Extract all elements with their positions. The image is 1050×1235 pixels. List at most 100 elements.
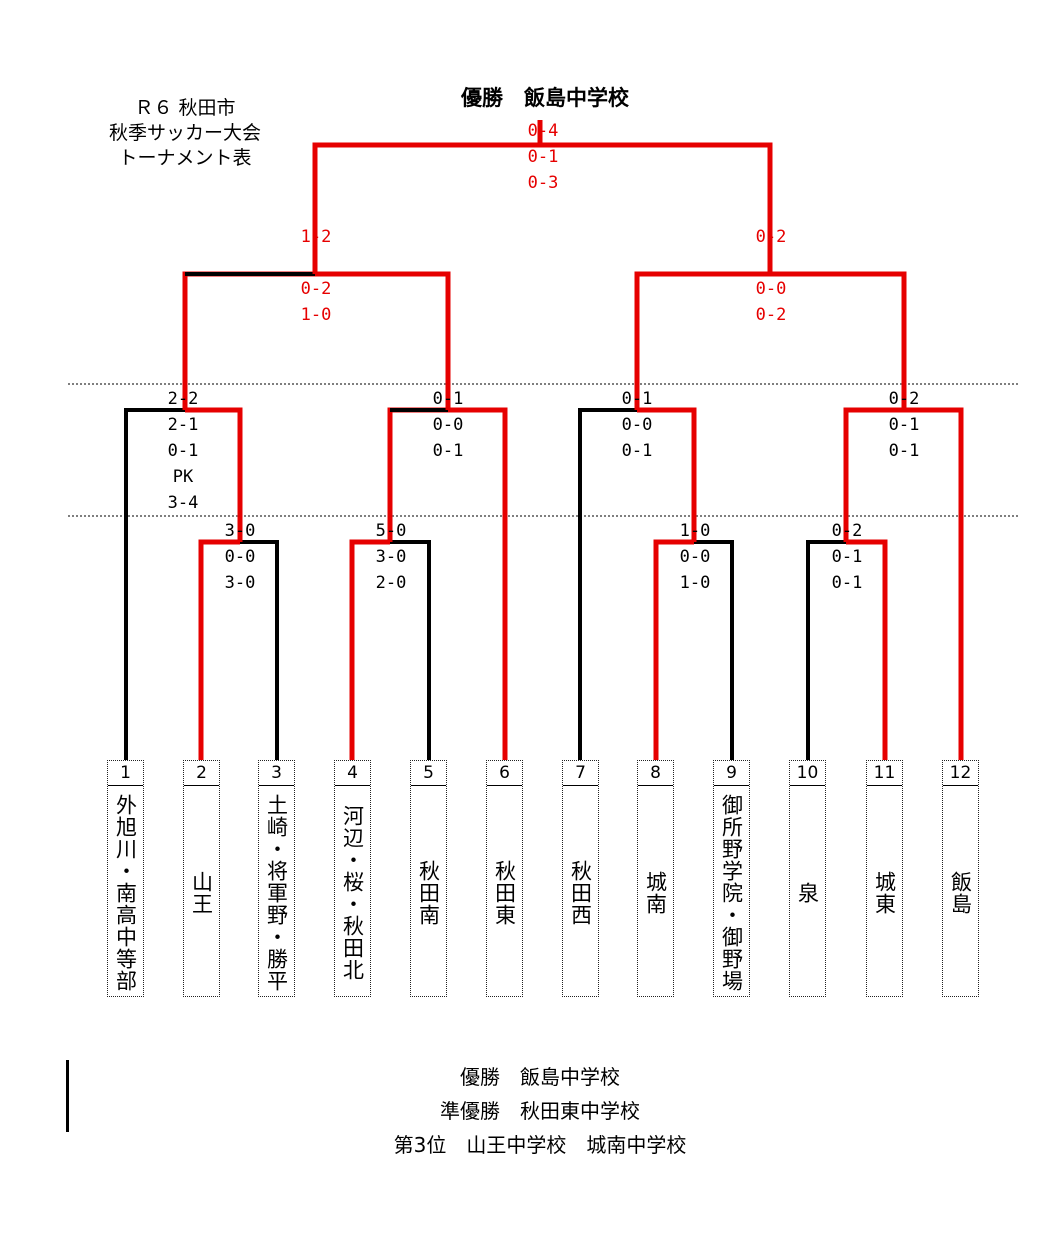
team-name: 土崎・将軍野・勝平 <box>264 794 289 992</box>
line-team-9 <box>694 540 734 760</box>
quarterfinal-2-scores: 0-1 0-0 0-1 <box>408 386 488 464</box>
line-team-2 <box>198 539 240 760</box>
score: 3-0 <box>224 521 256 541</box>
team-name: 山王 <box>189 871 214 915</box>
title-line-2: 秋季サッカー大会 <box>108 122 261 144</box>
team-box-6: 6 秋田東 <box>486 760 523 997</box>
score: 1-2 <box>300 227 332 247</box>
line-team-12 <box>904 407 964 760</box>
team-name: 秋田西 <box>568 860 593 926</box>
team-name: 秋田南 <box>416 860 441 926</box>
team-name: 泉 <box>795 882 820 904</box>
line-team-11 <box>846 539 888 760</box>
line-team-3 <box>240 540 279 760</box>
team-name: 飯島 <box>948 871 973 915</box>
score: 0-0 <box>679 547 711 567</box>
team-box-12: 12 飯島 <box>942 760 979 997</box>
team-box-1: 1 外旭川・南高中等部 <box>107 760 144 997</box>
score: 0-0 <box>224 547 256 567</box>
score: 0-1 <box>831 573 863 593</box>
result-third-place: 第3位 山王中学校 城南中学校 <box>393 1133 687 1157</box>
line-team-5 <box>390 540 431 760</box>
score: 0-0 <box>432 415 464 435</box>
score: 0-1 <box>621 389 653 409</box>
score: 0-1 <box>831 547 863 567</box>
team-number: 7 <box>563 761 598 786</box>
score: 2-2 <box>167 389 199 409</box>
team-box-5: 5 秋田南 <box>410 760 447 997</box>
team-name: 城東 <box>872 871 897 915</box>
score: 0-1 <box>888 441 920 461</box>
team-name: 秋田東 <box>492 860 517 926</box>
semifinal-1-scores: 1-2 0-2 1-0 <box>276 224 356 328</box>
quarterfinal-4-scores: 0-2 0-1 0-1 <box>864 386 944 464</box>
first-round-3-scores: 1-0 0-0 1-0 <box>655 518 735 596</box>
score: 0-2 <box>831 521 863 541</box>
line-team-1 <box>124 408 185 760</box>
team-number: 5 <box>411 761 446 786</box>
team-number: 1 <box>108 761 143 786</box>
final-scores: 0-4 0-1 0-3 <box>503 118 583 196</box>
team-box-10: 10 泉 <box>789 760 826 997</box>
score: 0-1 <box>888 415 920 435</box>
team-number: 10 <box>790 761 825 786</box>
score: 1-0 <box>679 521 711 541</box>
line-team-8 <box>653 539 694 760</box>
team-box-8: 8 城南 <box>637 760 674 997</box>
team-number: 3 <box>259 761 294 786</box>
quarterfinal-3-scores: 0-1 0-0 0-1 <box>597 386 677 464</box>
line-r1-c <box>637 407 697 542</box>
team-name: 河辺・桜・秋田北 <box>340 805 365 981</box>
team-box-4: 4 河辺・桜・秋田北 <box>334 760 371 997</box>
team-number: 6 <box>487 761 522 786</box>
team-number: 4 <box>335 761 370 786</box>
result-champion: 優勝 飯島中学校 <box>460 1065 620 1089</box>
score: 3-0 <box>224 573 256 593</box>
line-r1-a <box>185 407 243 542</box>
line-qf3 <box>634 271 770 410</box>
team-number: 2 <box>184 761 219 786</box>
score: 0-3 <box>527 173 559 193</box>
line-team-6 <box>448 407 508 760</box>
score: 0-0 <box>621 415 653 435</box>
team-box-7: 7 秋田西 <box>562 760 599 997</box>
score: 0-4 <box>527 121 559 141</box>
team-name: 外旭川・南高中等部 <box>113 794 138 992</box>
score: 3-0 <box>375 547 407 567</box>
score: 3-4 <box>167 493 199 513</box>
score: 0-1 <box>621 441 653 461</box>
team-name: 御所野学院・御野場 <box>719 794 744 992</box>
score: 0-1 <box>167 441 199 461</box>
score: 2-0 <box>375 573 407 593</box>
tournament-title: Ｒ６ 秋田市 秋季サッカー大会 トーナメント表 <box>70 96 300 171</box>
line-team-4 <box>349 539 390 760</box>
title-line-1: Ｒ６ 秋田市 <box>134 97 236 119</box>
first-round-1-scores: 3-0 0-0 3-0 <box>200 518 280 596</box>
line-team-7 <box>578 408 637 760</box>
team-box-3: 3 土崎・将軍野・勝平 <box>258 760 295 997</box>
team-box-2: 2 山王 <box>183 760 220 997</box>
score: 0-2 <box>755 227 787 247</box>
side-bar <box>66 1060 69 1132</box>
team-box-11: 11 城東 <box>866 760 903 997</box>
line-team-10 <box>806 540 846 760</box>
score: 0-2 <box>755 305 787 325</box>
line-r1-d <box>843 407 904 542</box>
line-qf4 <box>770 271 907 410</box>
result-runner-up: 準優勝 秋田東中学校 <box>440 1099 640 1123</box>
semifinal-2-scores: 0-2 0-0 0-2 <box>731 224 811 328</box>
quarterfinal-1-scores: 2-2 2-1 0-1 PK 3-4 <box>143 386 223 516</box>
first-round-4-scores: 0-2 0-1 0-1 <box>807 518 887 596</box>
team-number: 9 <box>714 761 749 786</box>
score: 1-0 <box>300 305 332 325</box>
line-sf1 <box>312 142 540 274</box>
score: 0-1 <box>432 441 464 461</box>
score: 2-1 <box>167 415 199 435</box>
title-line-3: トーナメント表 <box>118 147 252 169</box>
score: 0-1 <box>527 147 559 167</box>
team-number: 12 <box>943 761 978 786</box>
score: 0-1 <box>432 389 464 409</box>
score: 0-2 <box>888 389 920 409</box>
score: 5-0 <box>375 521 407 541</box>
